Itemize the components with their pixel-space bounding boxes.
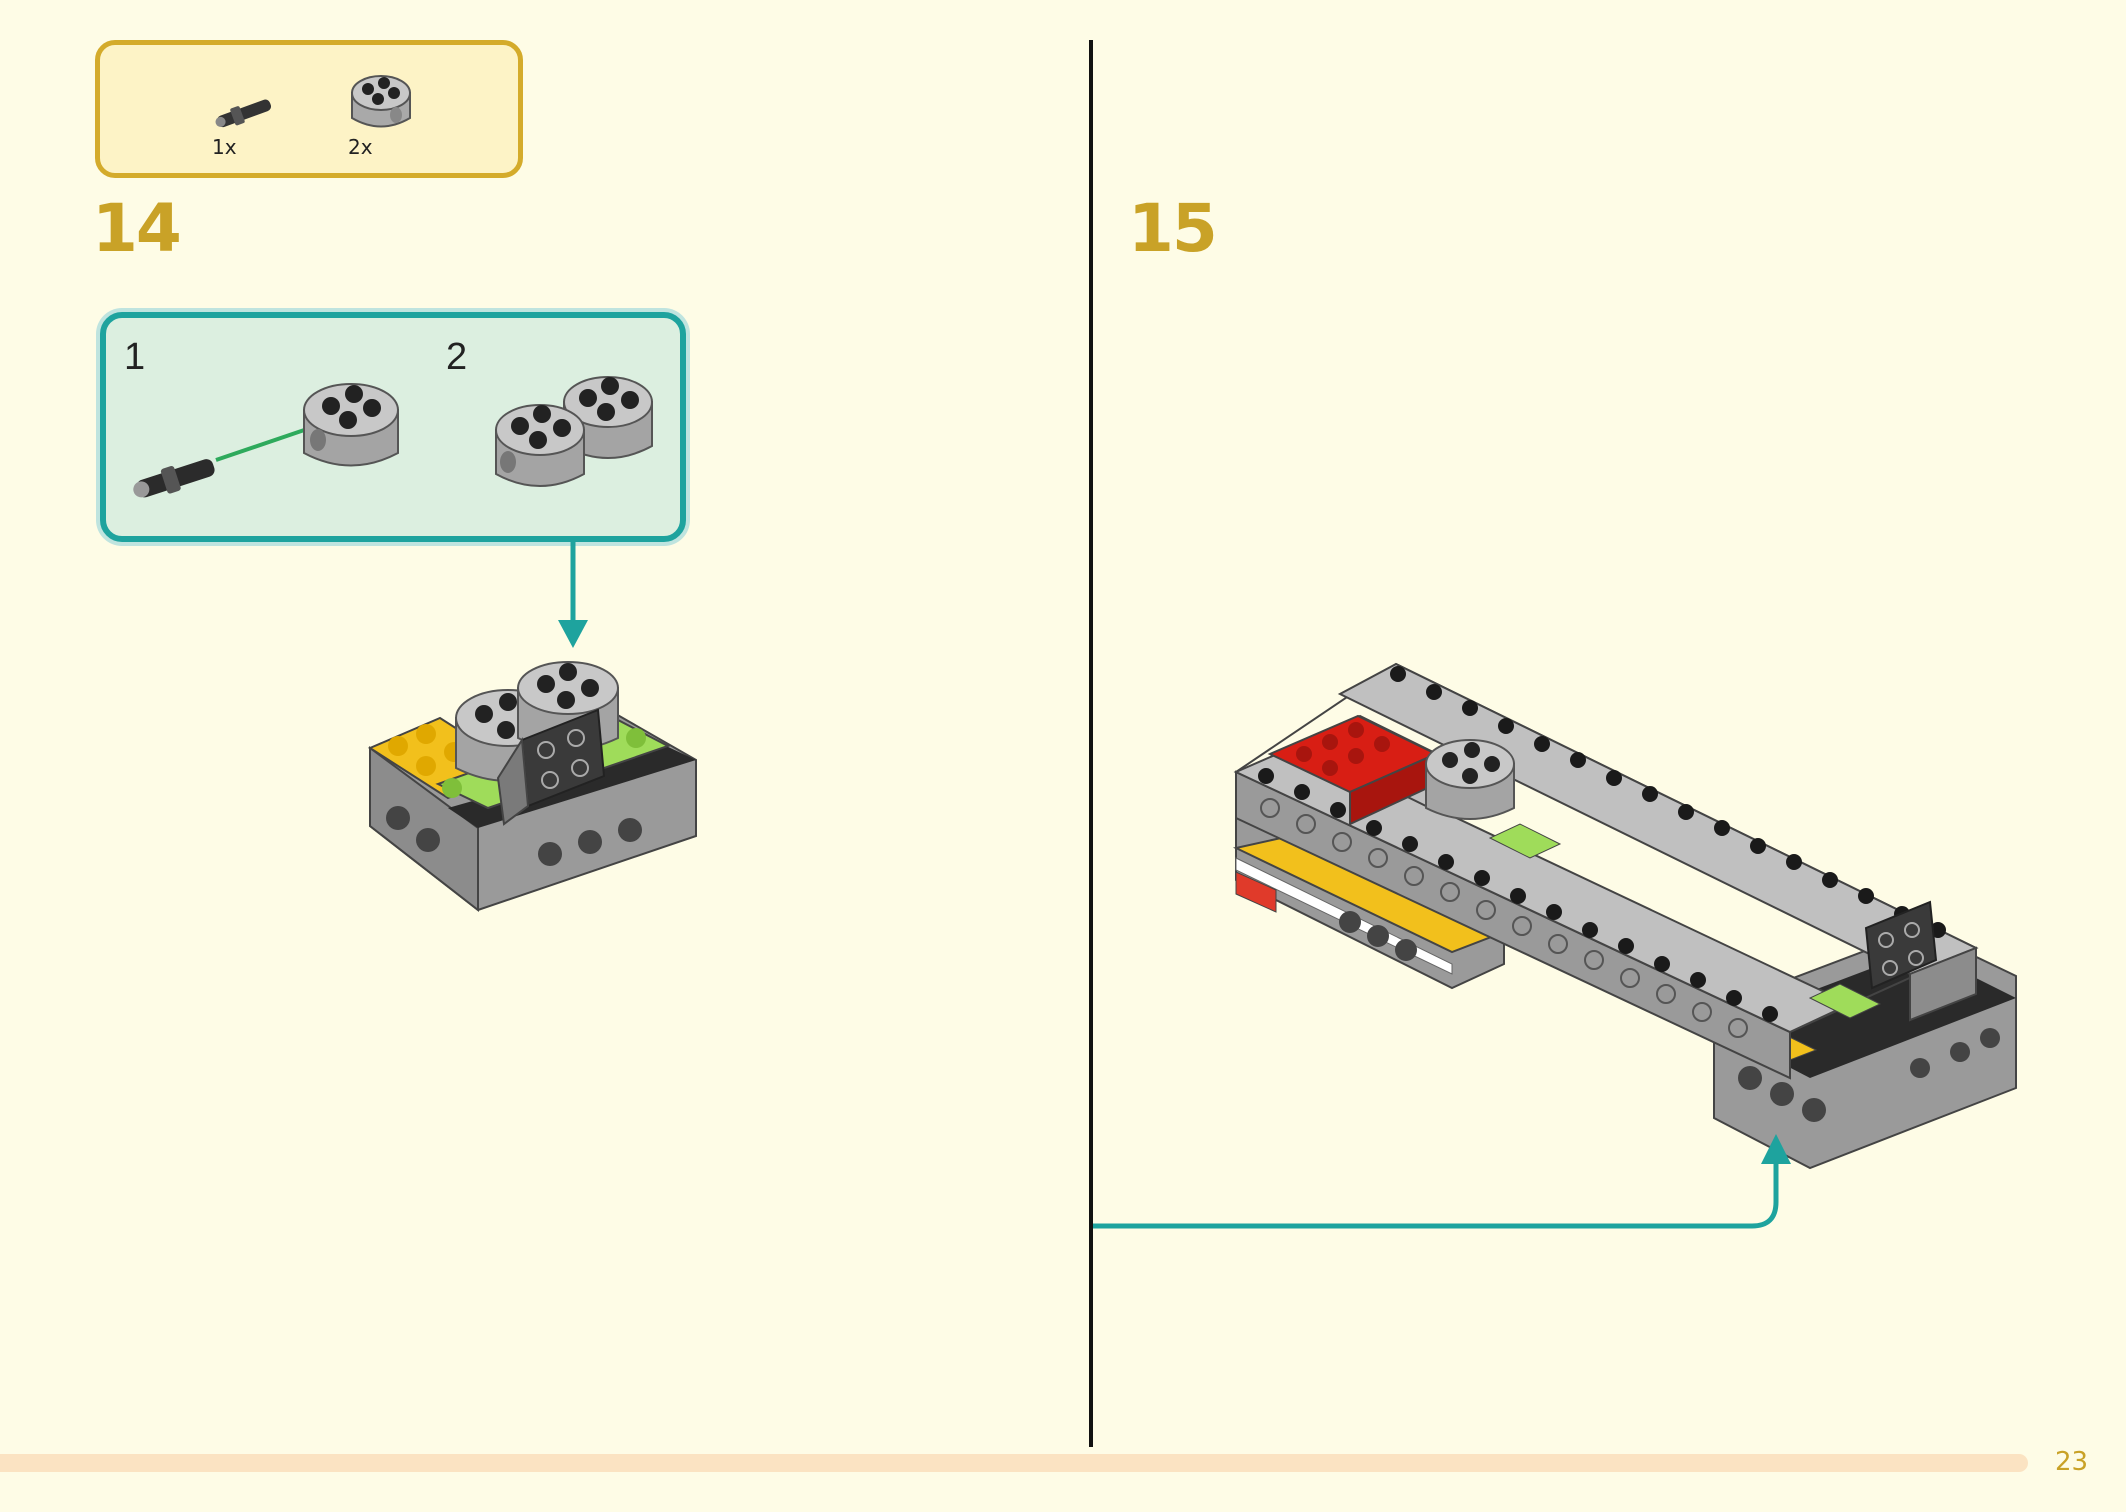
page-divider	[1089, 40, 1093, 1447]
step-14-model-illustration	[367, 661, 697, 913]
part-qty-1: 1x	[212, 135, 237, 159]
round-brick-icon	[351, 75, 411, 128]
footer-bar	[0, 1454, 2028, 1472]
substep-2-illustration	[495, 376, 653, 487]
connector-peg-icon	[133, 459, 215, 498]
substep-box: 1 2	[100, 312, 686, 542]
insert-arrow	[215, 424, 317, 462]
part-qty-2: 2x	[348, 135, 373, 159]
step-number-15: 15	[1128, 190, 1218, 267]
substep-1-illustration	[133, 383, 399, 498]
substep-number-2: 2	[446, 336, 468, 378]
step-15-model-illustration	[1232, 662, 2017, 1170]
connector-peg-icon	[215, 99, 272, 128]
substep-number-1: 1	[124, 336, 146, 378]
parts-callout-box: 1x 2x	[95, 40, 523, 178]
step-number-14: 14	[92, 190, 182, 267]
page-number: 23	[2055, 1447, 2089, 1477]
